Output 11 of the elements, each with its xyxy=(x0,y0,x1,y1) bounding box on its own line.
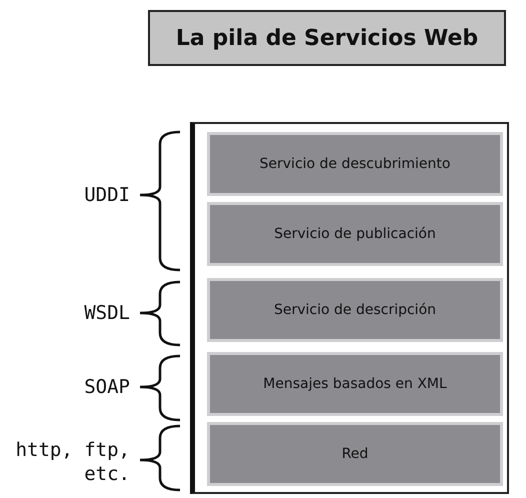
protocol-label: SOAP xyxy=(84,375,130,399)
protocol-label: UDDI xyxy=(84,183,130,207)
protocol-label: WSDL xyxy=(84,301,130,325)
stack-frame xyxy=(190,122,509,494)
title-box: La pila de Servicios Web xyxy=(148,10,506,66)
layer-box: Servicio de publicación xyxy=(207,202,503,266)
layer-box: Servicio de descripción xyxy=(207,278,503,342)
layer-box: Servicio de descubrimiento xyxy=(207,132,503,196)
protocol-label: http, ftp, etc. xyxy=(14,438,130,486)
layer-box: Red xyxy=(207,422,503,486)
layer-box: Mensajes basados en XML xyxy=(207,352,503,416)
